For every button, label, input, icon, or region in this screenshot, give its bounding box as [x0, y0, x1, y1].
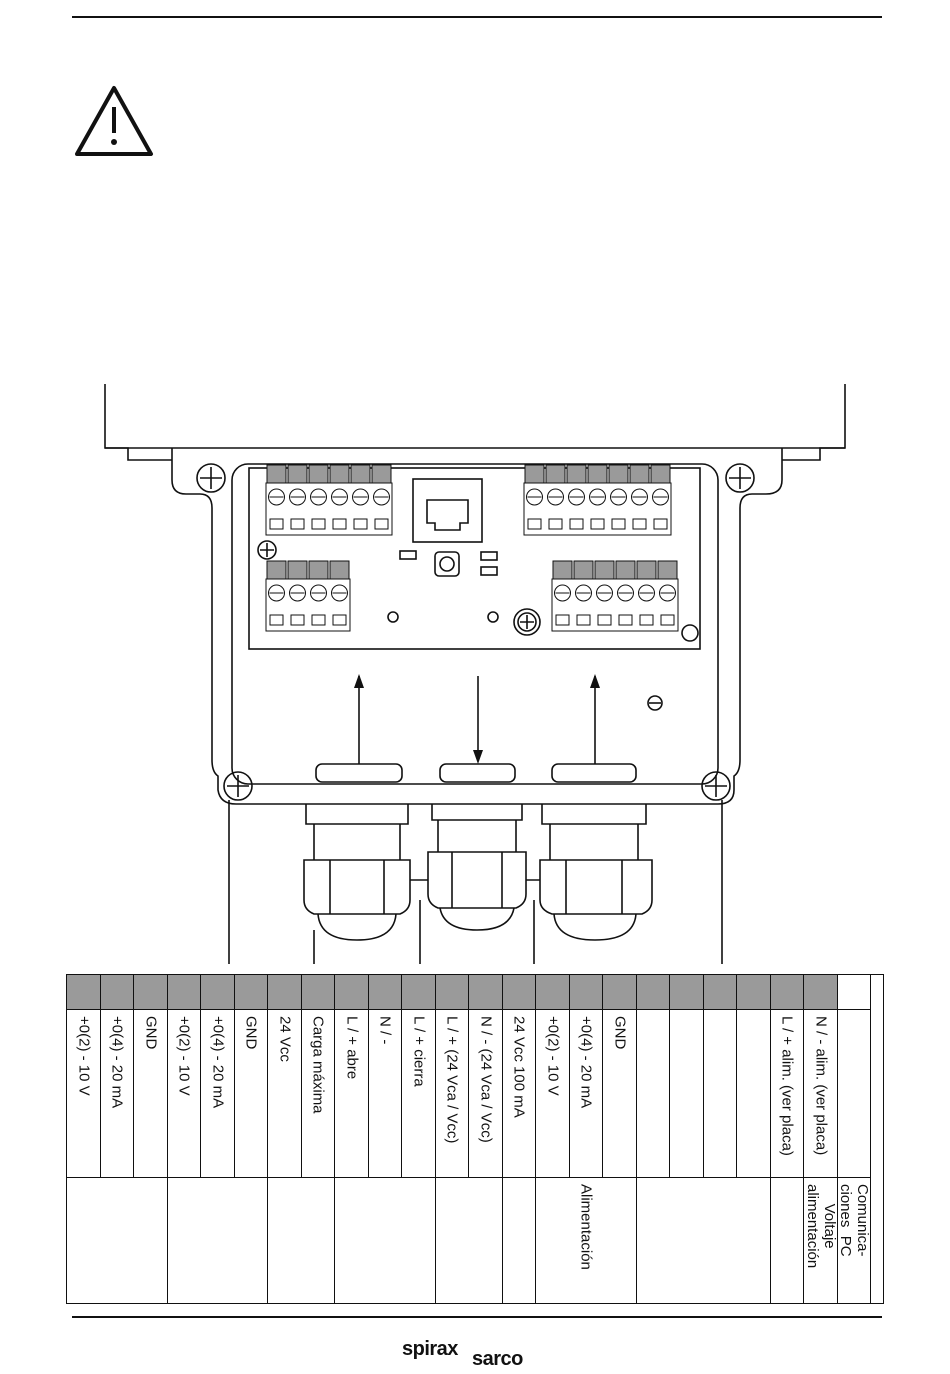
cable-gland-left	[303, 804, 411, 941]
terminal-signal-label: GND	[611, 1016, 628, 1050]
terminal-number-cell	[134, 975, 168, 1009]
spirax-sarco-logo: spirax sarco	[402, 1338, 552, 1372]
terminal-number-cell	[335, 975, 369, 1009]
terminal-number-cell	[637, 975, 670, 1009]
terminal-group-cell	[637, 1177, 771, 1304]
terminal-group-cell	[335, 1177, 436, 1304]
terminal-signal-cell: 24 Vcc	[268, 1009, 302, 1177]
terminal-signal-cell: 24 Vcc 100 mA	[503, 1009, 536, 1177]
bottom-rule	[72, 1316, 882, 1318]
terminal-signal-cell	[838, 1009, 871, 1177]
terminal-signal-label: +0(2) - 10 V	[75, 1016, 92, 1096]
warning-triangle-icon	[75, 86, 153, 156]
terminal-group-cell	[168, 1177, 268, 1304]
terminal-group-label: Voltaje alimentación	[803, 1184, 838, 1269]
terminal-signal-label: Carga máxima	[309, 1016, 327, 1114]
logo-part2: sarco	[472, 1348, 523, 1370]
terminal-number-cell	[771, 975, 804, 1009]
cable-gland-right	[539, 804, 653, 941]
terminal-group-label: Alimentación	[577, 1184, 595, 1270]
logo-part1: spirax	[402, 1338, 458, 1360]
terminal-group-cell	[436, 1177, 503, 1304]
terminal-group-cell: Voltaje alimentación	[804, 1177, 838, 1304]
terminal-signal-label: L / + (24 Vca / Vcc)	[443, 1016, 461, 1144]
enclosure	[104, 384, 846, 964]
terminal-number-cell	[503, 975, 536, 1009]
terminal-group-label: Comunica- ciones PC	[837, 1184, 871, 1257]
terminal-number-cell	[570, 975, 603, 1009]
wiring-diagram	[75, 86, 846, 964]
terminal-signal-cell: +0(2) - 10 V	[67, 1009, 101, 1177]
terminal-group-cell: Alimentación	[536, 1177, 637, 1304]
terminal-signal-cell: N / - alim. (ver placa)	[804, 1009, 838, 1177]
terminal-signal-cell: +0(2) - 10 V	[168, 1009, 201, 1177]
terminal-group-cell	[67, 1177, 168, 1304]
terminal-number-cell	[670, 975, 704, 1009]
terminal-signal-label: N / -	[376, 1016, 394, 1045]
terminal-signal-cell: Carga máxima	[302, 1009, 335, 1177]
terminal-signal-label: N / - (24 Vca / Vcc)	[477, 1016, 494, 1143]
terminal-signal-label: GND	[142, 1016, 159, 1050]
terminal-signal-cell	[637, 1009, 670, 1177]
terminal-signal-label: L / + alim. (ver placa)	[778, 1016, 796, 1156]
terminal-number-cell	[536, 975, 570, 1009]
terminal-signal-cell: +0(4) - 20 mA	[201, 1009, 235, 1177]
terminal-signal-label: L / + cierra	[410, 1016, 427, 1087]
terminal-group-cell	[771, 1177, 804, 1304]
terminal-signal-cell: L / + (24 Vca / Vcc)	[436, 1009, 469, 1177]
terminal-signal-cell: N / - (24 Vca / Vcc)	[469, 1009, 503, 1177]
terminal-number-cell	[737, 975, 771, 1009]
terminal-group-cell: Comunica- ciones PC	[837, 1177, 871, 1304]
terminal-number-cell	[436, 975, 469, 1009]
terminal-signal-label: +0(2) - 10 V	[544, 1016, 561, 1096]
terminal-number-cell	[235, 975, 268, 1009]
terminal-number-cell	[67, 975, 101, 1009]
terminal-number-cell	[838, 975, 871, 1009]
terminal-number-cell	[402, 975, 436, 1009]
terminal-signal-cell: L / + alim. (ver placa)	[771, 1009, 804, 1177]
terminal-number-cell	[268, 975, 302, 1009]
top-rule	[72, 16, 882, 18]
terminal-group-cell	[268, 1177, 335, 1304]
terminal-signal-label: 24 Vcc	[276, 1016, 293, 1062]
terminal-signal-cell: L / + abre	[335, 1009, 369, 1177]
terminal-signal-label: +0(4) - 20 mA	[577, 1016, 595, 1109]
terminal-signal-cell: +0(4) - 20 mA	[570, 1009, 603, 1177]
terminal-number-cell	[302, 975, 335, 1009]
terminal-signal-cell: GND	[603, 1009, 637, 1177]
terminal-signal-label: +0(4) - 20 mA	[209, 1016, 226, 1109]
terminal-signal-label: +0(4) - 20 mA	[108, 1016, 126, 1109]
terminal-signal-label: +0(2) - 10 V	[175, 1016, 193, 1096]
terminal-number-cell	[168, 975, 201, 1009]
terminal-signal-cell: GND	[235, 1009, 268, 1177]
terminal-number-cell	[369, 975, 402, 1009]
terminal-signal-cell: +0(4) - 20 mA	[101, 1009, 134, 1177]
terminal-number-cell	[704, 975, 737, 1009]
terminal-signal-cell	[737, 1009, 771, 1177]
terminal-signal-cell	[670, 1009, 704, 1177]
terminal-signal-cell: +0(2) - 10 V	[536, 1009, 570, 1177]
terminal-signal-label: L / + abre	[343, 1016, 360, 1080]
terminal-group-cell	[503, 1177, 536, 1304]
cable-gland-middle	[427, 804, 527, 931]
terminal-signal-label: GND	[242, 1016, 260, 1050]
terminal-signal-label: 24 Vcc 100 mA	[510, 1016, 528, 1118]
terminal-number-cell	[804, 975, 838, 1009]
terminal-number-cell	[603, 975, 637, 1009]
terminal-signal-label: N / - alim. (ver placa)	[812, 1016, 829, 1156]
terminal-table: +0(2) - 10 V +0(4) - 20 mA GND +0(2) - 10 V…	[66, 974, 884, 1304]
terminal-number-cell	[469, 975, 503, 1009]
terminal-signal-cell: N / -	[369, 1009, 402, 1177]
terminal-number-cell	[201, 975, 235, 1009]
terminal-number-cell	[101, 975, 134, 1009]
terminal-signal-cell	[704, 1009, 737, 1177]
terminal-signal-cell: L / + cierra	[402, 1009, 436, 1177]
terminal-signal-cell: GND	[134, 1009, 168, 1177]
